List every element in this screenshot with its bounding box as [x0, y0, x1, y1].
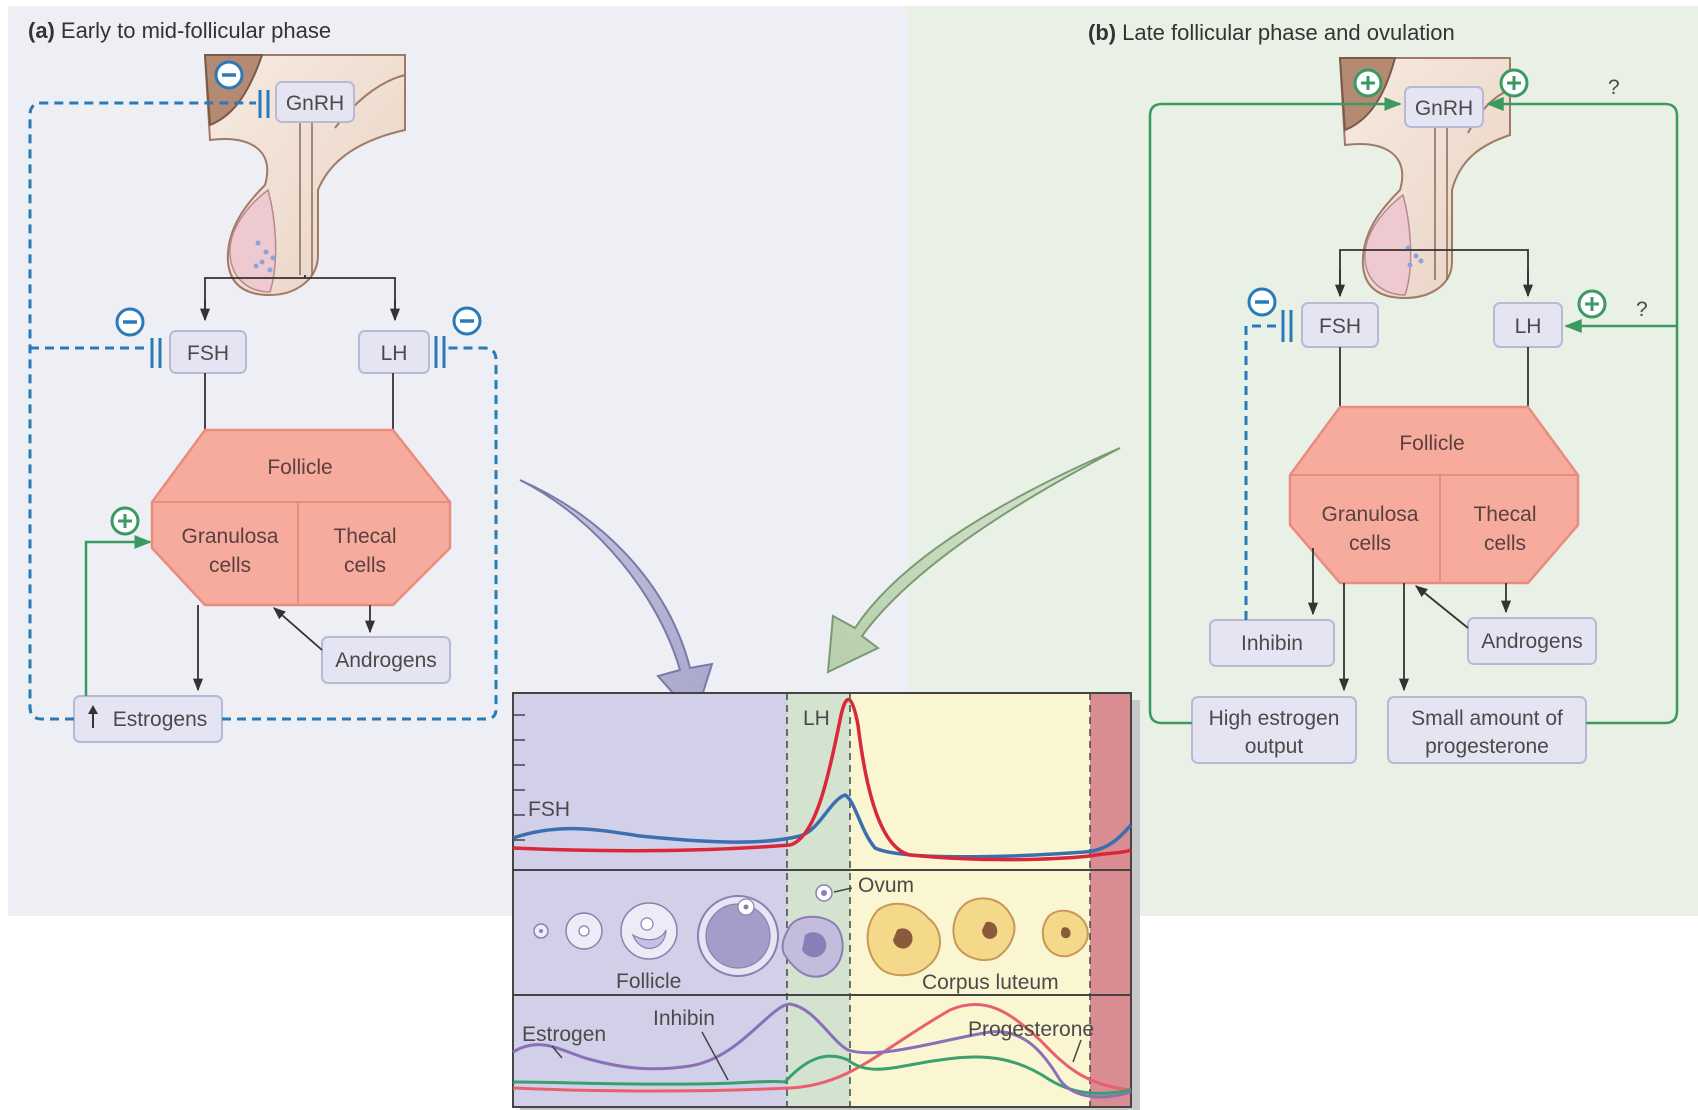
inhibin-curve-label: Inhibin [653, 1007, 715, 1030]
estrogen-curve-label: Estrogen [522, 1023, 606, 1046]
androgens-to-granulosa-arrow-a [273, 607, 323, 651]
plus-icon-gnrh-left-b [1353, 68, 1383, 98]
minus-icon-gnrh-a [214, 60, 244, 90]
svg-text:Estrogens: Estrogens [113, 708, 208, 731]
svg-text:Thecal: Thecal [1473, 503, 1536, 526]
follicle-octagon-b: Follicle Granulosa cells Thecal cells [1288, 405, 1580, 585]
follicle-graph-label: Follicle [616, 970, 681, 993]
panel-b-title: (b)Late follicular phase and ovulation [1088, 20, 1455, 45]
ovulation-phase-region [787, 693, 850, 1107]
inhibin-box-b: Inhibin [1209, 619, 1335, 667]
high-estrogen-output-box-b: High estrogen output [1191, 696, 1357, 764]
positive-feedback-loops-b [1148, 97, 1679, 725]
svg-text:GnRH: GnRH [286, 92, 344, 115]
fsh-box-a: FSH [169, 330, 247, 374]
svg-text:output: output [1245, 735, 1304, 758]
lh-curve-label: LH [803, 707, 830, 730]
luteal-phase-region [850, 693, 1090, 1107]
svg-text:cells: cells [1349, 532, 1391, 555]
fsh-box-b: FSH [1301, 302, 1379, 348]
panel-a-title: (a)Early to mid-follicular phase [28, 18, 331, 43]
pituitary-to-fsh-lh-arrows-a [199, 275, 401, 322]
minus-icon-lh-a [452, 306, 482, 336]
svg-text:cells: cells [344, 554, 386, 577]
progesterone-label-leader [1072, 1039, 1082, 1063]
follicle-development-illustration [533, 884, 1089, 978]
inhibin-negative-feedback-dashed-line-b [1244, 324, 1280, 620]
menses-region [1090, 693, 1131, 1107]
svg-text:Granulosa: Granulosa [1322, 503, 1419, 526]
inhibin-label-leader [701, 1031, 729, 1081]
gnrh-box-a: GnRH [275, 81, 355, 123]
plus-icon-granulosa-a [110, 506, 140, 536]
fsh-curve [512, 793, 1133, 859]
plus-icon-lh-b [1577, 289, 1607, 319]
progesterone-box-b: Small amount of progesterone [1387, 696, 1587, 764]
minus-icon-fsh-a [115, 307, 145, 337]
svg-text:Inhibin: Inhibin [1241, 632, 1303, 655]
inhibition-bars-lh-a [434, 336, 446, 368]
gnrh-box-b: GnRH [1404, 86, 1484, 128]
svg-text:Follicle: Follicle [1399, 432, 1464, 455]
cycle-graph: LH FSH Ovum Follic [512, 692, 1140, 1110]
fsh-curve-label: FSH [528, 798, 570, 821]
plus-icon-gnrh-right-b [1499, 68, 1529, 98]
estrogen-label-leader [551, 1045, 563, 1059]
lh-curve [512, 697, 1132, 862]
svg-text:Thecal: Thecal [333, 525, 396, 548]
svg-text:Small amount of: Small amount of [1411, 707, 1563, 730]
progesterone-curve-label: Progesterone [968, 1018, 1094, 1041]
lh-box-a: LH [358, 330, 430, 374]
inhibition-bars-fsh-b [1281, 310, 1293, 342]
estrogen-curve [512, 1002, 1132, 1099]
pituitary-to-fsh-lh-arrows-b [1334, 249, 1534, 298]
androgens-box-b: Androgens [1467, 617, 1597, 665]
svg-text:FSH: FSH [1319, 315, 1361, 338]
question-mark-lh-b: ? [1636, 298, 1648, 321]
svg-text:LH: LH [1515, 315, 1542, 338]
lh-box-b: LH [1493, 302, 1563, 348]
svg-text:LH: LH [381, 342, 408, 365]
svg-text:Follicle: Follicle [267, 456, 332, 479]
estrogen-positive-feedback-arrow-a [84, 535, 152, 696]
minus-icon-fsh-b [1247, 287, 1277, 317]
androgens-to-granulosa-arrow-b [1415, 585, 1469, 629]
question-mark-gnrh-b: ? [1608, 76, 1620, 99]
inhibition-bars-gnrh-a [258, 90, 270, 118]
androgens-box-a: Androgens [321, 636, 451, 684]
curved-arrow-panel-b-to-graph [826, 447, 1121, 674]
estrogen-negative-feedback-dashed-loop-a [28, 101, 498, 721]
svg-text:GnRH: GnRH [1415, 97, 1473, 120]
svg-text:progesterone: progesterone [1425, 735, 1549, 758]
svg-text:cells: cells [1484, 532, 1526, 555]
corpus-luteum-label: Corpus luteum [922, 971, 1059, 994]
svg-text:Androgens: Androgens [335, 649, 437, 672]
svg-text:cells: cells [209, 554, 251, 577]
svg-text:Androgens: Androgens [1481, 630, 1583, 653]
inhibin-curve [512, 1054, 1132, 1095]
inhibition-bars-fsh-a [150, 338, 162, 368]
progesterone-curve [512, 1002, 1132, 1093]
follicle-octagon-a: Follicle Granulosa cells Thecal cells [150, 428, 452, 607]
svg-text:FSH: FSH [187, 342, 229, 365]
svg-text:Granulosa: Granulosa [182, 525, 279, 548]
svg-text:High estrogen: High estrogen [1209, 707, 1340, 730]
estrogens-box-a: Estrogens [73, 695, 223, 743]
ovum-label: Ovum [858, 874, 914, 897]
